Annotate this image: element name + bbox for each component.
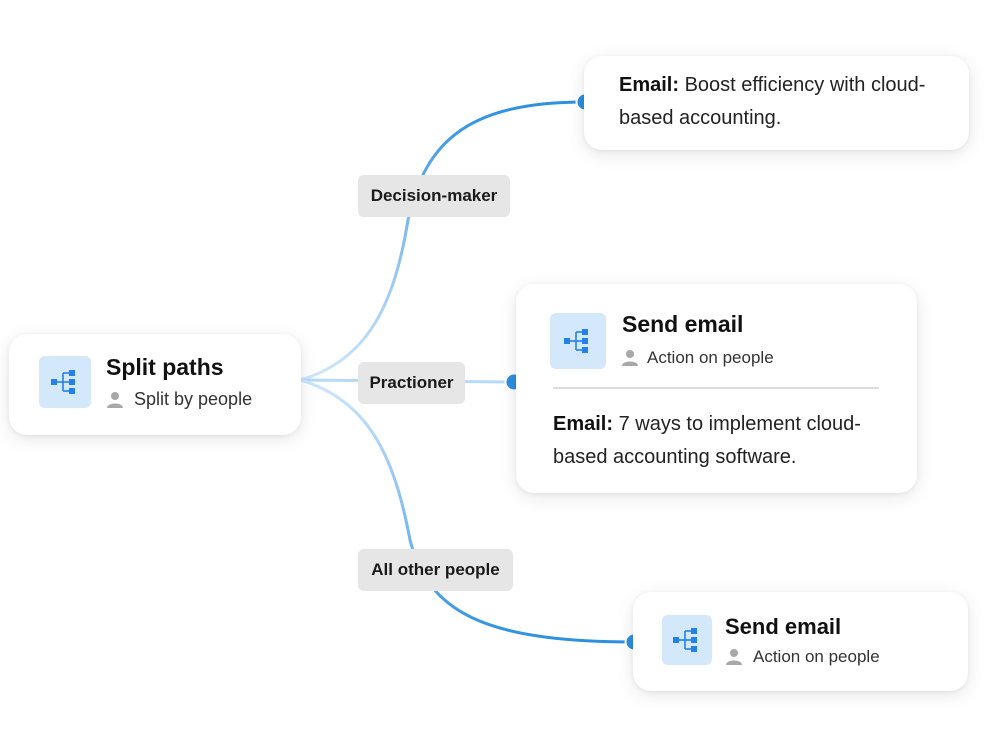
send-email-title: Send email [725,614,842,639]
split-paths-icon [39,356,91,408]
split-paths-icon [550,313,606,369]
send-email-subtitle: Action on people [647,348,774,367]
split-paths-title: Split paths [106,354,224,380]
person-icon [726,649,742,665]
email-card-text: Email: Boost efficiency with cloud-based… [619,69,939,135]
email-subject: Boost efficiency with cloud-based accoun… [619,74,926,129]
email-label: Email: [553,413,614,435]
path-label-practioner[interactable]: Practioner [358,362,465,404]
split-paths-subtitle: Split by people [134,389,253,409]
person-icon [622,350,638,366]
person-icon [107,392,123,408]
email-card-text: Email: 7 ways to implement cloud-based a… [553,408,893,474]
send-email-title: Send email [622,311,744,337]
send-email-subtitle: Action on people [753,647,880,666]
connector-all-other [299,378,636,644]
card-divider [553,387,879,389]
split-paths-icon [662,615,712,665]
split-paths-node[interactable]: Split paths Split by people [9,334,301,435]
path-label-decision-maker[interactable]: Decision-maker [358,175,510,217]
send-email-node-all-other[interactable]: Send email Action on people [633,592,968,691]
send-email-node-practioner[interactable]: Send email Action on people Email: 7 way… [516,284,917,493]
path-label-all-other-people[interactable]: All other people [358,549,513,591]
email-card-decision-maker[interactable]: Email: Boost efficiency with cloud-based… [584,56,969,150]
email-label: Email: [619,74,680,96]
email-subject: 7 ways to implement cloud-based accounti… [553,413,861,468]
connector-decision-maker [299,100,586,382]
